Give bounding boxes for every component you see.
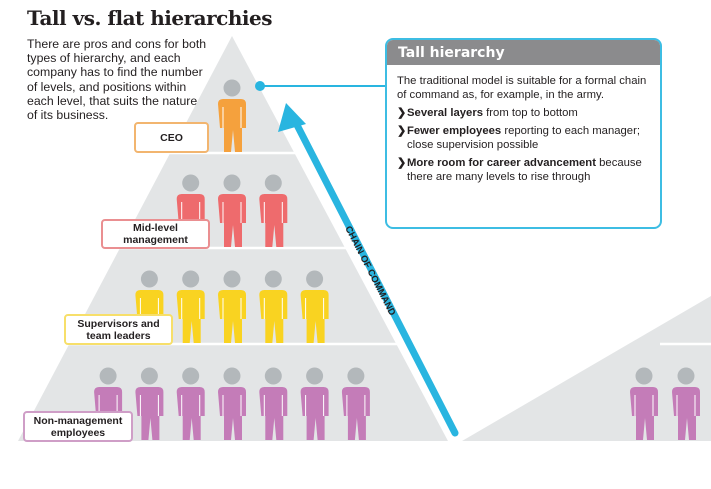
person-body <box>135 387 164 440</box>
person-head <box>223 174 241 192</box>
chevron-icon: ❯ <box>397 107 407 119</box>
person-icon <box>218 79 246 152</box>
person-body <box>341 387 370 440</box>
page-title: Tall vs. flat hierarchies <box>27 6 272 30</box>
person-body <box>300 387 329 440</box>
person-body <box>259 194 288 247</box>
person-body <box>259 290 288 343</box>
person-head <box>182 367 200 385</box>
person-body <box>672 387 700 440</box>
person-head <box>140 367 158 385</box>
person-icon <box>218 270 246 343</box>
box-text: The traditional model is suitable for a … <box>397 75 647 101</box>
person-icon <box>630 367 658 440</box>
chevron-icon: ❯ <box>397 125 407 137</box>
person-icon <box>259 270 288 343</box>
person-head <box>140 270 158 288</box>
person-body <box>176 290 205 343</box>
tall-hierarchy-box: Tall hierarchy The traditional model is … <box>385 38 662 229</box>
point-3: ❯More room for career advancement becaus… <box>397 156 650 184</box>
person-head <box>306 270 324 288</box>
person-icon <box>135 367 164 440</box>
person-head <box>677 367 695 385</box>
point-1: ❯Several layers from top to bottom <box>397 106 650 120</box>
person-head <box>306 367 324 385</box>
person-head <box>99 367 117 385</box>
person-head <box>635 367 653 385</box>
person-head <box>264 174 282 192</box>
person-body <box>176 387 205 440</box>
person-head <box>223 367 241 385</box>
person-head <box>264 270 282 288</box>
person-icon <box>300 367 329 440</box>
person-body <box>218 290 246 343</box>
person-head <box>223 270 241 288</box>
person-icon <box>672 367 700 440</box>
person-body <box>218 387 246 440</box>
label-supervisors: Supervisors and team leaders <box>64 314 173 345</box>
person-body <box>218 99 246 152</box>
point-text: from top to bottom <box>483 107 578 119</box>
point-bold: Fewer employees <box>407 125 502 137</box>
person-icon <box>259 367 288 440</box>
person-icon <box>176 270 205 343</box>
label-non-management: Non-management employees <box>23 411 133 442</box>
label-ceo: CEO <box>134 122 209 153</box>
person-head <box>182 270 200 288</box>
chevron-icon: ❯ <box>397 157 407 169</box>
person-icon <box>341 367 370 440</box>
box-heading: Tall hierarchy <box>387 40 660 65</box>
person-head <box>182 174 200 192</box>
person-body <box>630 387 658 440</box>
point-2: ❯Fewer employees reporting to each manag… <box>397 124 650 152</box>
point-text: reporting to each manager; close supervi… <box>407 125 640 151</box>
point-bold: More room for career advancement <box>407 157 596 169</box>
person-icon <box>218 174 246 247</box>
person-icon <box>176 367 205 440</box>
label-mid-level: Mid-level management <box>101 219 210 249</box>
person-head <box>264 367 282 385</box>
person-body <box>300 290 329 343</box>
point-text: because there are many levels to rise th… <box>407 157 642 183</box>
person-icon <box>300 270 329 343</box>
intro-text: There are pros and cons for both types o… <box>27 37 207 123</box>
person-head <box>223 79 241 97</box>
person-body <box>259 387 288 440</box>
point-bold: Several layers <box>407 107 484 119</box>
flat-pyramid <box>462 296 711 441</box>
connector <box>255 81 386 91</box>
person-icon <box>218 367 246 440</box>
person-body <box>218 194 246 247</box>
person-head <box>347 367 365 385</box>
person-icon <box>259 174 288 247</box>
